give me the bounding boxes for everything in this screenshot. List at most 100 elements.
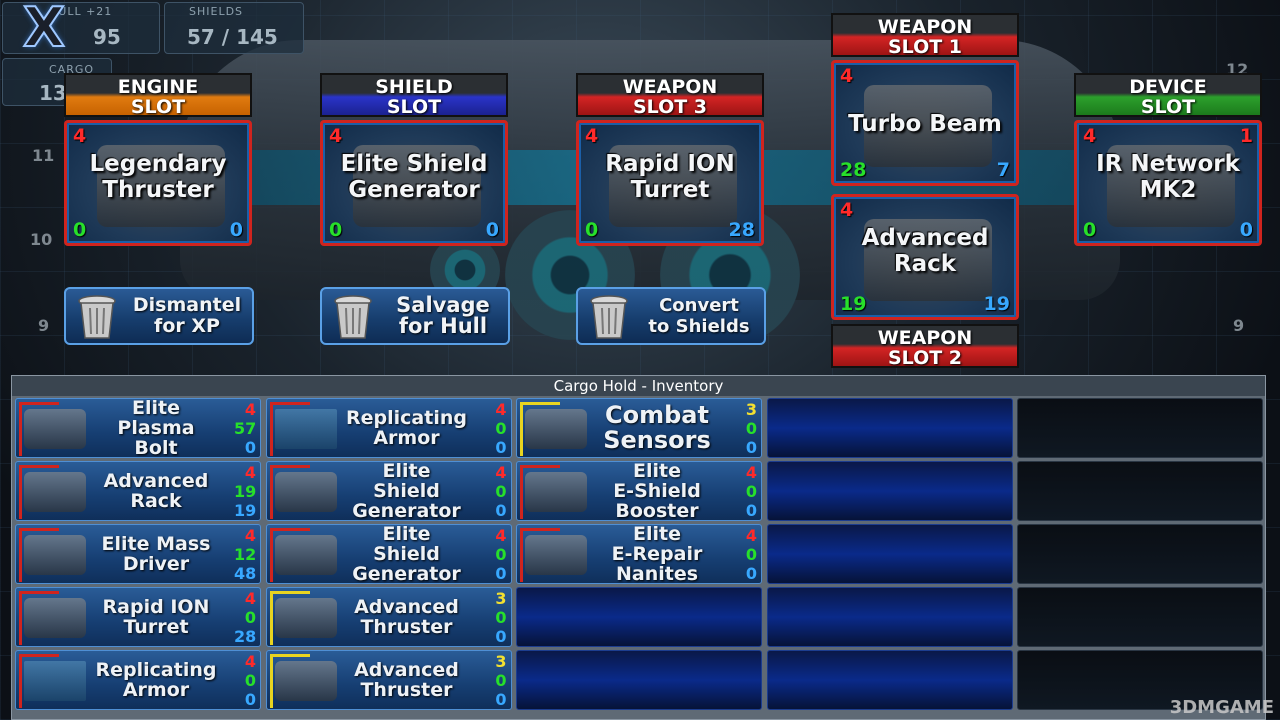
game-logo-icon[interactable]: X xyxy=(22,0,66,59)
weapon-slot-1-header: WEAPON SLOT 1 xyxy=(831,13,1019,57)
item-name: Elite Shield Generator xyxy=(352,460,461,522)
empty-cargo-slot[interactable] xyxy=(766,650,1013,710)
hull-value: 95 xyxy=(93,25,121,49)
stat-blue: 7 xyxy=(996,159,1010,181)
grid-number: 9 xyxy=(1233,316,1245,335)
convert-button[interactable]: Convert to Shields xyxy=(576,287,766,345)
empty-cargo-slot[interactable] xyxy=(766,587,1013,647)
item-name: Elite Plasma Bolt xyxy=(117,397,195,459)
rarity-bracket xyxy=(19,654,59,708)
salvage-button[interactable]: Salvage for Hull xyxy=(320,287,510,345)
stat-level: 3 xyxy=(495,652,507,671)
empty-cargo-slot[interactable] xyxy=(766,461,1013,521)
empty-cargo-slot[interactable] xyxy=(516,650,762,710)
stat-level: 4 xyxy=(745,463,757,482)
stat-level: 4 xyxy=(73,125,87,147)
stat-green: 0 xyxy=(244,608,256,627)
stat-red-right: 1 xyxy=(1239,125,1253,147)
weapon-slot-1-card[interactable]: 4 Turbo Beam 28 7 xyxy=(831,60,1019,186)
stat-level: 4 xyxy=(745,526,757,545)
dismantle-label: Dismantel for XP xyxy=(132,294,242,337)
stat-green: 19 xyxy=(840,293,867,315)
stat-level: 4 xyxy=(244,463,256,482)
stat-blue: 28 xyxy=(234,627,257,646)
empty-cargo-slot[interactable] xyxy=(1017,650,1263,710)
weapon-slot-2-card[interactable]: 4 Advanced Rack 19 19 xyxy=(831,194,1019,320)
stat-blue: 0 xyxy=(745,564,757,583)
device-slot-card[interactable]: 4 1 IR Network MK2 0 0 xyxy=(1074,120,1262,246)
grid-number: 9 xyxy=(38,316,50,335)
shields-label: SHIELDS xyxy=(189,5,244,18)
stat-blue: 0 xyxy=(495,438,507,457)
shields-value: 57 / 145 xyxy=(187,25,278,49)
empty-cargo-slot[interactable] xyxy=(1017,524,1263,584)
item-name: Advanced Thruster xyxy=(354,596,459,638)
empty-cargo-slot[interactable] xyxy=(766,398,1013,458)
empty-cargo-slot[interactable] xyxy=(1017,461,1263,521)
empty-cargo-slot[interactable] xyxy=(516,587,762,647)
trash-icon xyxy=(590,295,628,339)
stat-level: 4 xyxy=(1083,125,1097,147)
item-art xyxy=(864,219,992,301)
shields-panel: SHIELDS 57 / 145 xyxy=(164,2,304,54)
stat-blue: 0 xyxy=(244,690,256,709)
item-name: Advanced Rack xyxy=(103,470,209,512)
rarity-bracket xyxy=(19,402,59,456)
dismantle-button[interactable]: Dismantel for XP xyxy=(64,287,254,345)
stat-green: 57 xyxy=(234,419,257,438)
rarity-bracket xyxy=(19,465,59,519)
rarity-bracket xyxy=(269,528,310,582)
item-name: Replicating Armor xyxy=(346,407,467,449)
trash-icon xyxy=(78,295,116,339)
item-name: Advanced Thruster xyxy=(354,659,459,701)
stat-blue: 19 xyxy=(234,501,257,520)
rarity-bracket xyxy=(19,528,59,582)
item-art xyxy=(274,535,337,575)
item-name: Elite Shield Generator xyxy=(352,523,461,585)
rarity-bracket xyxy=(269,654,310,708)
stat-green: 0 xyxy=(745,545,757,564)
stat-green: 28 xyxy=(840,159,867,181)
item-art xyxy=(525,409,587,449)
hull-panel: HULL +21 95 xyxy=(2,2,160,54)
empty-cargo-slot[interactable] xyxy=(766,524,1013,584)
item-name: Legendary Thruster xyxy=(89,151,227,203)
stat-blue: 48 xyxy=(234,564,257,583)
shield-slot-card[interactable]: 4 Elite Shield Generator 0 0 xyxy=(320,120,508,246)
cargo-label: CARGO xyxy=(49,63,95,76)
engine-slot-card[interactable]: 4 Legendary Thruster 0 0 xyxy=(64,120,252,246)
stat-level: 4 xyxy=(840,65,854,87)
stat-level: 4 xyxy=(244,526,256,545)
engine-slot-header: ENGINE SLOT xyxy=(64,73,252,117)
weapon-slot-3-card[interactable]: 4 Rapid ION Turret 0 28 xyxy=(576,120,764,246)
item-art xyxy=(609,145,737,227)
item-name: Elite Mass Driver xyxy=(101,533,211,575)
shield-slot-header: SHIELD SLOT xyxy=(320,73,508,117)
stat-green: 0 xyxy=(585,219,599,241)
item-art xyxy=(525,535,587,575)
empty-cargo-slot[interactable] xyxy=(1017,398,1263,458)
item-name: Elite Shield Generator xyxy=(340,151,488,203)
empty-cargo-slot[interactable] xyxy=(1017,587,1263,647)
stat-level: 4 xyxy=(329,125,343,147)
stat-level: 4 xyxy=(244,400,256,419)
